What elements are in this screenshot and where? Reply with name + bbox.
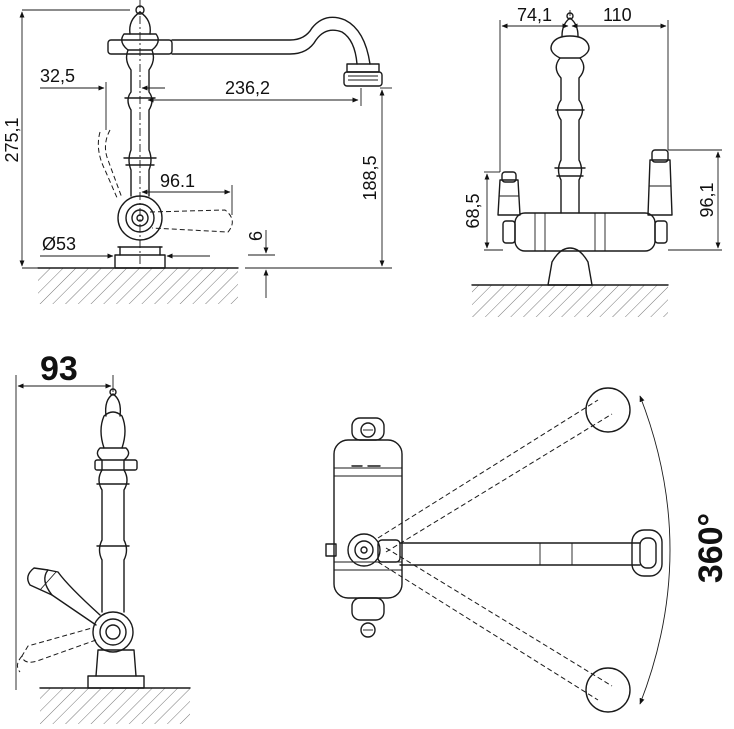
top-ghost-circle-lower	[585, 667, 631, 713]
profile-lever-ghost	[21, 627, 97, 663]
profile-counter-hatch	[40, 688, 190, 724]
profile-view: 93	[15, 350, 191, 724]
top-ghost-circle-upper	[585, 387, 631, 433]
front-view: 74,1 110 68,5 96,1	[463, 5, 722, 317]
top-spout-end	[631, 529, 663, 577]
handle-ghost-1	[149, 209, 233, 233]
dim-base-diameter: Ø53	[42, 234, 76, 254]
side-view: 275,1 32,5 236,2 188,5 96.1 Ø53 6	[2, 0, 392, 304]
dim-right-width: 110	[603, 5, 632, 25]
dim-left-handle-height: 68,5	[463, 193, 483, 228]
top-spout-ghost-upper	[377, 399, 599, 539]
right-lever	[647, 159, 673, 216]
profile-hub	[92, 611, 134, 653]
dim-base-thickness: 6	[246, 231, 266, 241]
dim-spout-height: 188,5	[360, 155, 380, 200]
top-spout-ghost-lower	[377, 561, 599, 701]
dim-reach: 236,2	[225, 78, 270, 98]
top-knob-lower	[360, 622, 376, 638]
profile-column	[96, 447, 130, 613]
aerator	[346, 63, 380, 73]
profile-lever	[44, 569, 101, 626]
dim-total-height: 275,1	[2, 117, 22, 162]
dim-top-offset: 32,5	[40, 66, 75, 86]
top-hub	[347, 533, 381, 567]
handle-hub	[117, 195, 163, 241]
top-cylinder	[333, 439, 403, 599]
front-knob	[561, 17, 579, 37]
front-counter-hatch	[472, 285, 668, 317]
left-lever	[497, 179, 521, 216]
profile-base	[95, 649, 137, 677]
counter-hatch	[38, 268, 238, 304]
profile-knob	[104, 393, 122, 417]
spout	[171, 16, 371, 65]
dim-handle-reach: 96.1	[160, 171, 195, 191]
front-base	[547, 247, 593, 286]
top-knob-upper	[360, 422, 376, 438]
rotation-arc	[639, 395, 671, 705]
dim-profile-width: 93	[40, 350, 78, 388]
top-view: 360°	[325, 387, 730, 713]
dim-left-width: 74,1	[517, 5, 552, 25]
dim-right-handle-height: 96,1	[697, 182, 717, 217]
front-column	[555, 57, 585, 214]
front-cylinder	[514, 212, 656, 252]
rotation-label: 360°	[692, 513, 730, 583]
handle-ghost-2	[104, 129, 123, 199]
